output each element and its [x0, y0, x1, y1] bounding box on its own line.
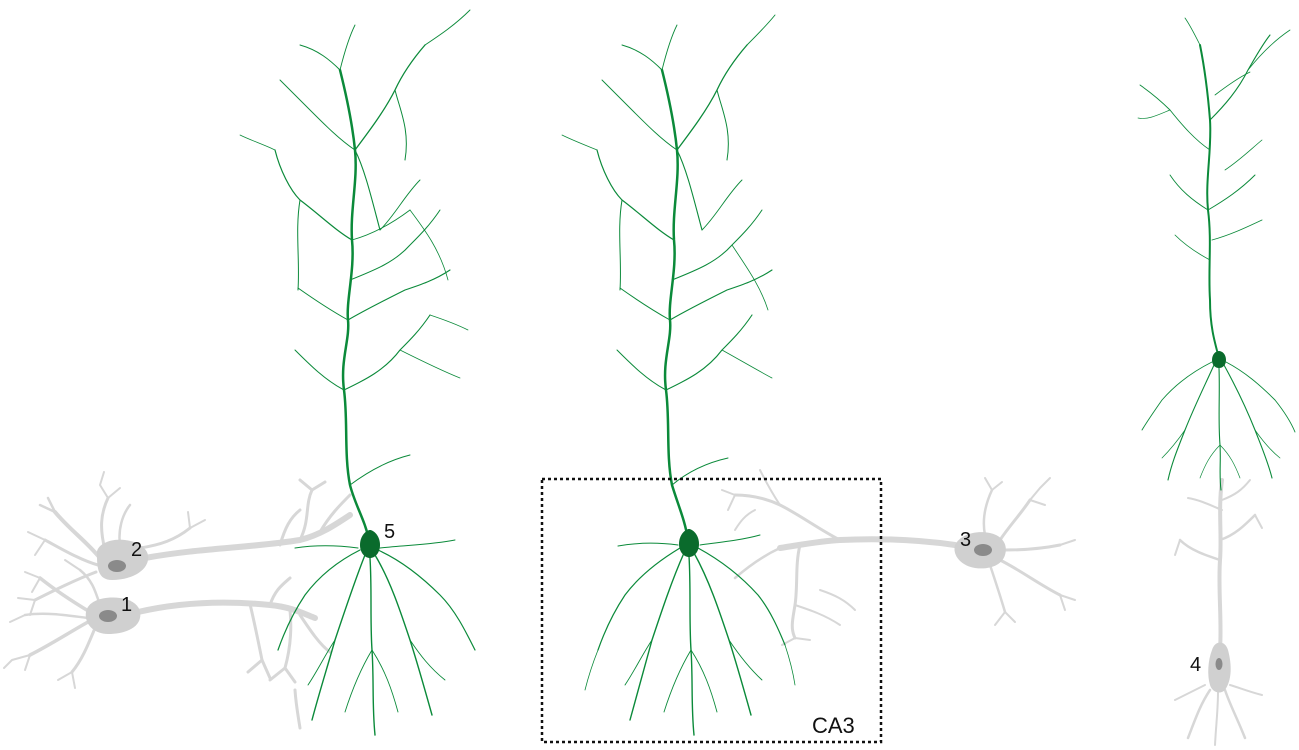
right-panel: 4 [1137, 17, 1296, 746]
gray-neuron-3-nucleus [974, 544, 992, 556]
pyramidal-neuron-5-soma [360, 530, 380, 558]
gray-neuron-2-axon-terminals [278, 478, 352, 547]
left-panel: 2 1 [3, 9, 476, 736]
neuron-label-2: 2 [131, 539, 142, 561]
neuron-label-3: 3 [960, 529, 971, 551]
neuron-label-4: 4 [1190, 654, 1201, 676]
gray-neuron-2-soma [96, 539, 149, 580]
middle-panel: 3 [540, 14, 1076, 744]
gray-neuron-4-processes [1174, 478, 1263, 746]
gray-neuron-1-nucleus [99, 610, 117, 622]
gray-neuron-1-dendrites [3, 559, 102, 689]
pyramidal-neuron-middle-soma [679, 529, 699, 557]
gray-neuron-4-nucleus [1215, 658, 1223, 670]
neuron-label-1: 1 [121, 594, 132, 616]
gray-neuron-1-axon [135, 599, 318, 621]
ca3-region-label: CA3 [812, 713, 855, 738]
neuron-label-5: 5 [384, 521, 395, 543]
gray-neuron-1-axon-terminals [246, 576, 332, 730]
gray-neuron-2-dendrites [17, 471, 206, 616]
gray-neuron-2-nucleus [108, 560, 126, 572]
gray-neuron-3-axon [721, 469, 958, 646]
pyramidal-neuron-right-soma [1212, 351, 1226, 368]
pyramidal-neuron-5 [239, 9, 476, 736]
pyramidal-neuron-middle [561, 14, 796, 736]
gray-neuron-2-axon [142, 512, 353, 561]
gray-neuron-3-dendrites [982, 477, 1076, 626]
ca3-region-box [540, 477, 883, 744]
pyramidal-neuron-right [1137, 17, 1296, 491]
